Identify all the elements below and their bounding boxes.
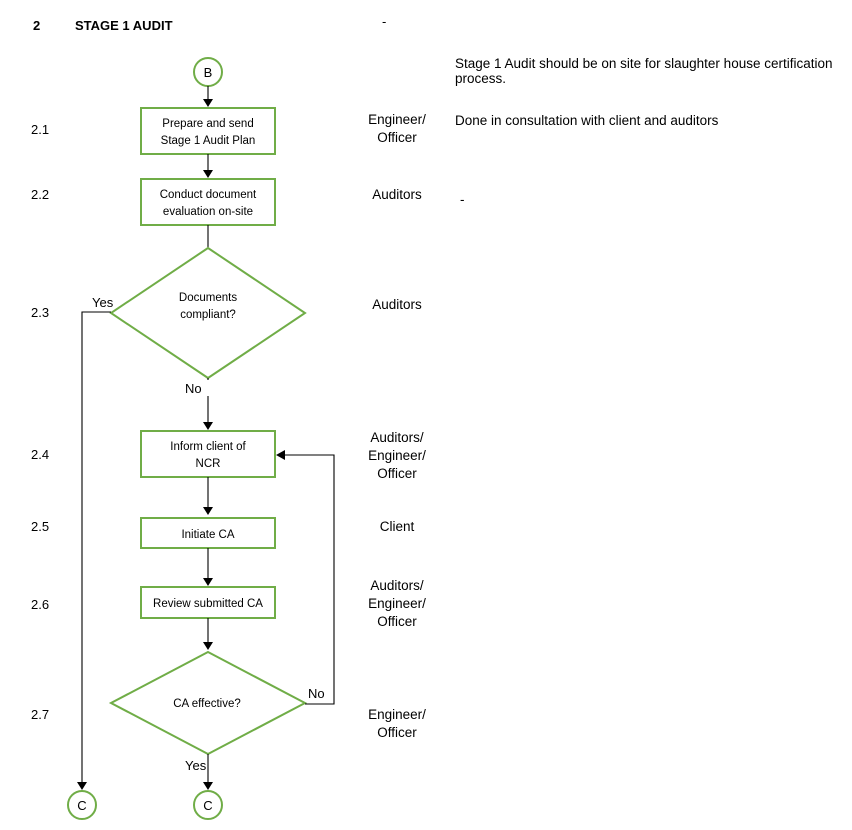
no-label-bg [180, 380, 210, 396]
process-2-2-line1: Conduct document [160, 189, 257, 201]
process-2-1-line2: Stage 1 Audit Plan [161, 135, 256, 147]
connector-c-right-label: C [203, 798, 212, 813]
process-2-2-line2: evaluation on-site [163, 206, 253, 218]
arrowhead [203, 99, 213, 107]
process-2-4-line2: NCR [196, 458, 221, 470]
note-2-2: - [460, 192, 465, 207]
process-2-4-line1: Inform client of [170, 441, 246, 453]
process-box-2-4 [140, 430, 276, 478]
step-number-2-4: 2.4 [31, 447, 50, 462]
responsible-2-3: Auditors [372, 297, 422, 312]
no-loop-2-7 [284, 454, 335, 705]
no-label-2-3: No [185, 381, 202, 396]
no-label-2-7: No [308, 686, 325, 701]
responsible-2-5: Client [379, 519, 415, 534]
note-2-1: Done in consultation with client and aud… [455, 113, 719, 128]
arrowhead [203, 507, 213, 515]
arrowhead [203, 578, 213, 586]
yes-label-2-3: Yes [92, 295, 114, 310]
arrowhead [203, 422, 213, 430]
step-number-2-5: 2.5 [31, 519, 50, 534]
decision-2-7-line1: CA effective? [173, 698, 241, 710]
process-2-5-line1: Initiate CA [181, 529, 234, 541]
process-box-2-6 [140, 586, 276, 619]
process-box-2-1 [140, 107, 276, 155]
step-number-2-2: 2.2 [31, 187, 50, 202]
decision-2-3-line2: compliant? [180, 309, 236, 321]
responsible-2-7: Engineer/Officer [368, 707, 426, 740]
yes-label-2-7: Yes [185, 758, 207, 773]
process-2-6-line1: Review submitted CA [153, 598, 263, 610]
responsible-2-2: Auditors [372, 187, 422, 202]
process-box-2-2 [140, 178, 276, 226]
intro-note: Stage 1 Audit should be on site for slau… [455, 56, 833, 86]
section-title: STAGE 1 AUDIT [75, 18, 173, 33]
arrowhead [77, 782, 87, 790]
process-2-1-line1: Prepare and send [162, 118, 253, 130]
responsible-2-6: Auditors/Engineer/Officer [368, 578, 426, 629]
arrowhead [276, 450, 285, 460]
responsible-2-4: Auditors/Engineer/Officer [368, 430, 426, 481]
step-number-2-6: 2.6 [31, 597, 50, 612]
arrowhead [203, 782, 213, 790]
header-dash: - [382, 14, 387, 29]
step-number-2-3: 2.3 [31, 305, 50, 320]
step-number-2-7: 2.7 [31, 707, 50, 722]
connector-c-left-label: C [77, 798, 86, 813]
yes-branch-2-3 [81, 311, 111, 783]
arrowhead [203, 170, 213, 178]
section-number: 2 [33, 18, 41, 33]
connector-c-right [193, 790, 223, 820]
arrowhead [203, 642, 213, 650]
connector-b-label: B [204, 65, 213, 80]
step-number-2-1: 2.1 [31, 122, 50, 137]
connector-c-left [67, 790, 97, 820]
decision-2-3-line1: Documents [179, 292, 237, 304]
responsible-2-1: Engineer/Officer [368, 112, 426, 145]
